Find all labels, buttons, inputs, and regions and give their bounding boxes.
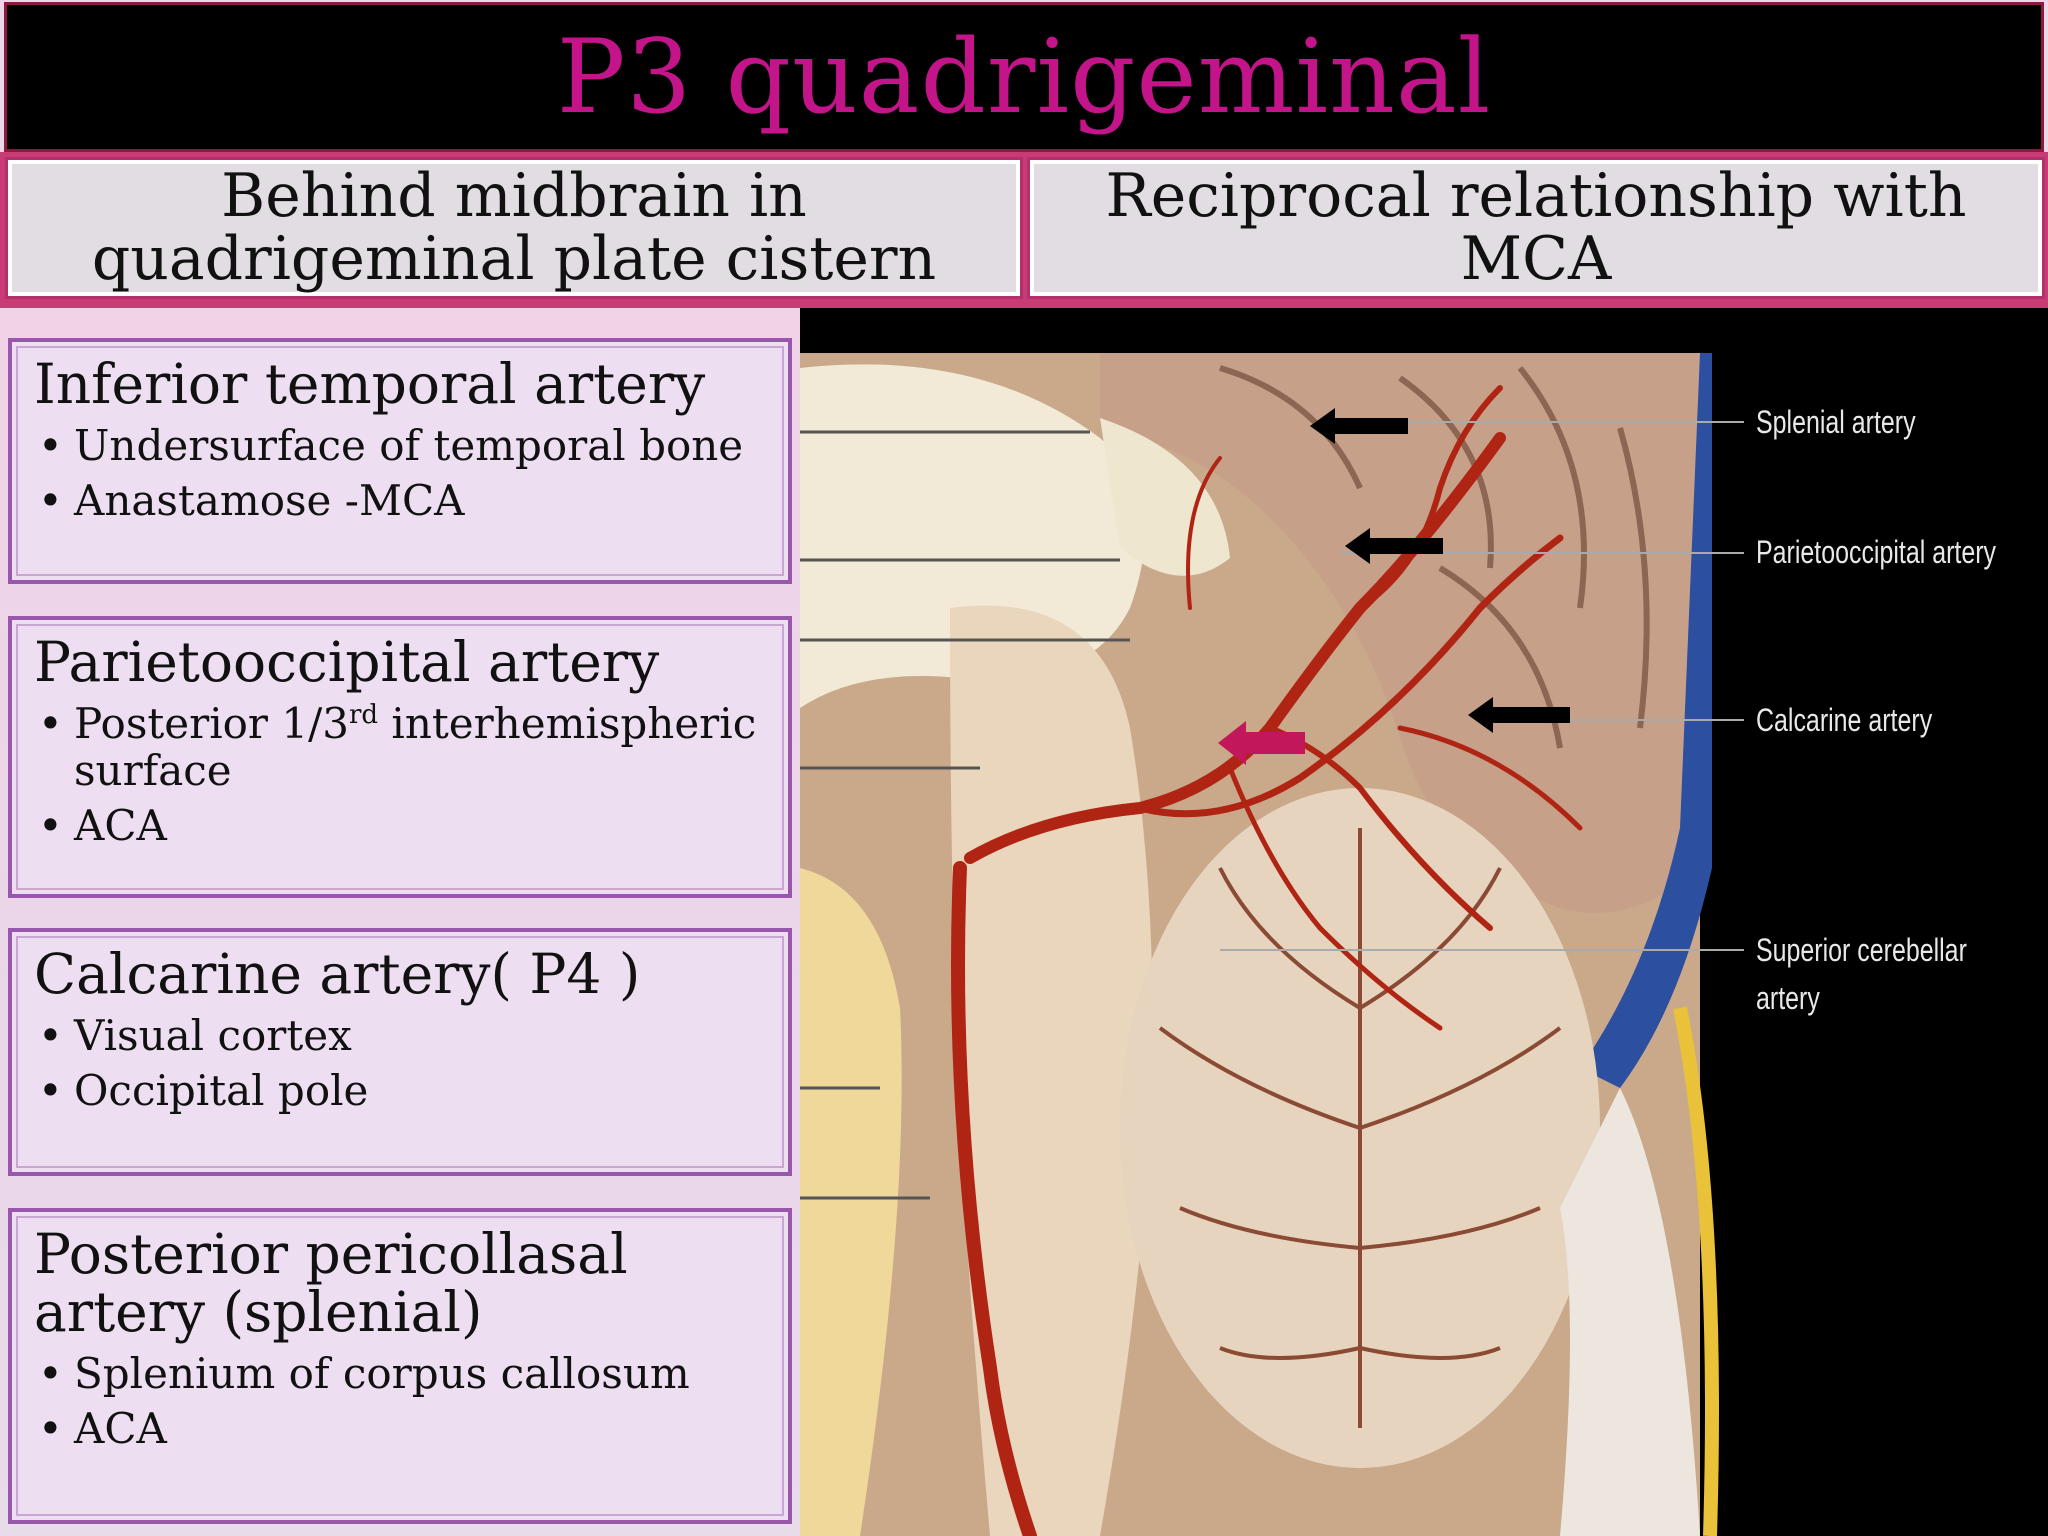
- slide-title: P3 quadrigeminal: [556, 17, 1492, 137]
- black-arrows: [1310, 408, 1570, 733]
- list-item: ACA: [34, 1404, 766, 1451]
- label-calcarine-artery: Calcarine artery: [1756, 702, 1933, 738]
- list-item: Undersurface of temporal bone: [34, 422, 766, 469]
- splenium-shape: [1100, 418, 1230, 576]
- arrow-parietooccipital: [1345, 528, 1443, 564]
- card-title: Calcarine artery( P4 ): [34, 942, 641, 1006]
- header-relationship: Reciprocal relationship with MCA: [1027, 157, 2045, 299]
- anatomy-illustration: Splenial artery Parietooccipital artery …: [800, 308, 2048, 1536]
- cerebellum-folia: [1158, 828, 1562, 1428]
- label-superior-cerebellar-line2: artery: [1756, 980, 1820, 1016]
- skull-shape: [800, 868, 902, 1536]
- item-text: Posterior 1/3: [74, 698, 349, 748]
- list-item: Occipital pole: [34, 1067, 766, 1114]
- title-bar: P3 quadrigeminal: [4, 2, 2044, 152]
- pink-arrow: [1218, 721, 1305, 765]
- card-title: Inferior temporal artery: [34, 352, 706, 416]
- leader-lines: [800, 430, 1130, 1200]
- cerebrum-shape: [1100, 353, 1700, 913]
- card-list: Visual cortex Occipital pole: [34, 1012, 766, 1114]
- dura-line: [1673, 1006, 1719, 1536]
- label-superior-cerebellar-line1: Superior cerebellar: [1756, 932, 1967, 968]
- arrow-splenial: [1310, 408, 1408, 444]
- card-list: Undersurface of temporal bone Anastamose…: [34, 422, 766, 524]
- card-parietooccipital: Parietooccipital artery Posterior 1/3rd …: [8, 616, 792, 898]
- card-list: Splenium of corpus callosum ACA: [34, 1349, 766, 1451]
- list-item: Splenium of corpus callosum: [34, 1349, 766, 1396]
- item-superscript: rd: [348, 699, 379, 730]
- item-text: interhemispheric surface: [74, 698, 757, 795]
- card-inferior-temporal: Inferior temporal artery Undersurface of…: [8, 338, 792, 584]
- artery-paths: [951, 385, 1583, 1536]
- list-item: ACA: [34, 802, 766, 849]
- brainstem-shape: [950, 605, 1153, 1536]
- card-posterior-pericallosal: Posterior pericollasal artery (splenial)…: [8, 1208, 792, 1524]
- brain-drawing: [800, 353, 1744, 1536]
- card-title: Parietooccipital artery: [34, 630, 660, 694]
- card-title: Posterior pericollasal artery (splenial): [34, 1222, 628, 1344]
- gyri-lines: [1219, 365, 1650, 749]
- label-parietooccipital-artery: Parietooccipital artery: [1756, 534, 1996, 570]
- header-location: Behind midbrain in quadrigeminal plate c…: [5, 157, 1023, 299]
- card-calcarine: Calcarine artery( P4 ) Visual cortex Occ…: [8, 928, 792, 1176]
- arrow-calcarine: [1468, 697, 1570, 733]
- card-list: Posterior 1/3rd interhemispheric surface…: [34, 700, 766, 849]
- list-item: Visual cortex: [34, 1012, 766, 1059]
- label-splenial-artery: Splenial artery: [1756, 404, 1916, 440]
- dura-shape: [1560, 1088, 1700, 1536]
- sinus-shape: [1580, 353, 1712, 1088]
- list-item: Posterior 1/3rd interhemispheric surface: [34, 700, 766, 794]
- list-item: Anastamose -MCA: [34, 477, 766, 524]
